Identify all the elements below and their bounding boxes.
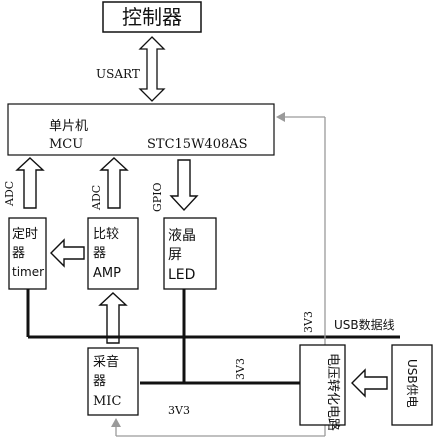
mcu-part-number: STC15W408AS <box>147 137 248 152</box>
usart-label: USART <box>96 67 140 81</box>
controller-block: 控制器 <box>102 1 202 33</box>
v3v3-middle-label: 3V3 <box>234 358 247 380</box>
gpio-label: GPIO <box>151 182 164 212</box>
mic-label-en: MIC <box>93 394 121 409</box>
usb-data-line <box>115 116 326 437</box>
timer-label-cn-1: 定时 <box>12 227 38 242</box>
usb-data-arrowhead-mic <box>111 418 121 427</box>
mic-label-cn-2: 器 <box>93 374 106 389</box>
timer-label-cn-2: 器 <box>12 246 25 261</box>
mcu-label-cn: 单片机 <box>49 119 88 134</box>
lcd-block: 液晶 屏 LED <box>163 217 217 290</box>
amp-label-cn-1: 比较 <box>93 227 119 242</box>
mic-block: 采音 器 MIC <box>87 347 139 416</box>
lcd-label-cn-2: 屏 <box>168 247 182 263</box>
amp-to-mcu-arrow <box>99 157 129 209</box>
usb-supply-block: USB供电 <box>391 344 433 426</box>
usb-data-arrowhead-mcu <box>276 112 285 122</box>
controller-label: 控制器 <box>122 5 182 29</box>
power-bus <box>26 289 400 385</box>
mic-to-amp-arrow <box>98 292 128 344</box>
mcu-block: 单片机 MCU STC15W408AS <box>7 103 275 156</box>
v3v3-bottom-label: 3V3 <box>168 404 190 417</box>
adc-timer-label: ADC <box>3 181 16 207</box>
mcu-label-en: MCU <box>49 137 83 152</box>
amp-label-cn-2: 器 <box>93 246 106 261</box>
v3v3-upper-label: 3V3 <box>302 311 315 333</box>
timer-to-mcu-arrow <box>15 157 45 209</box>
amp-label-en: AMP <box>93 266 121 281</box>
voltage-converter-block: 电压转化电路 <box>299 344 346 431</box>
usb-cable-label: USB数据线 <box>334 317 395 332</box>
timer-label-en: timer <box>12 265 44 279</box>
timer-block: 定时 器 timer <box>8 217 47 290</box>
adc-amp-label: ADC <box>90 185 103 211</box>
amp-block: 比较 器 AMP <box>87 217 139 290</box>
usb-supply-label: USB供电 <box>405 359 419 408</box>
amp-to-timer-arrow <box>50 238 85 268</box>
mcu-to-lcd-arrow <box>169 159 199 212</box>
mic-label-cn-1: 采音 <box>93 354 119 370</box>
voltage-converter-label: 电压转化电路 <box>325 353 341 431</box>
usb-to-converter-arrow <box>351 368 388 398</box>
lcd-label-cn-1: 液晶 <box>168 228 196 244</box>
usart-double-arrow <box>138 36 166 102</box>
lcd-label-en: LED <box>168 267 195 283</box>
